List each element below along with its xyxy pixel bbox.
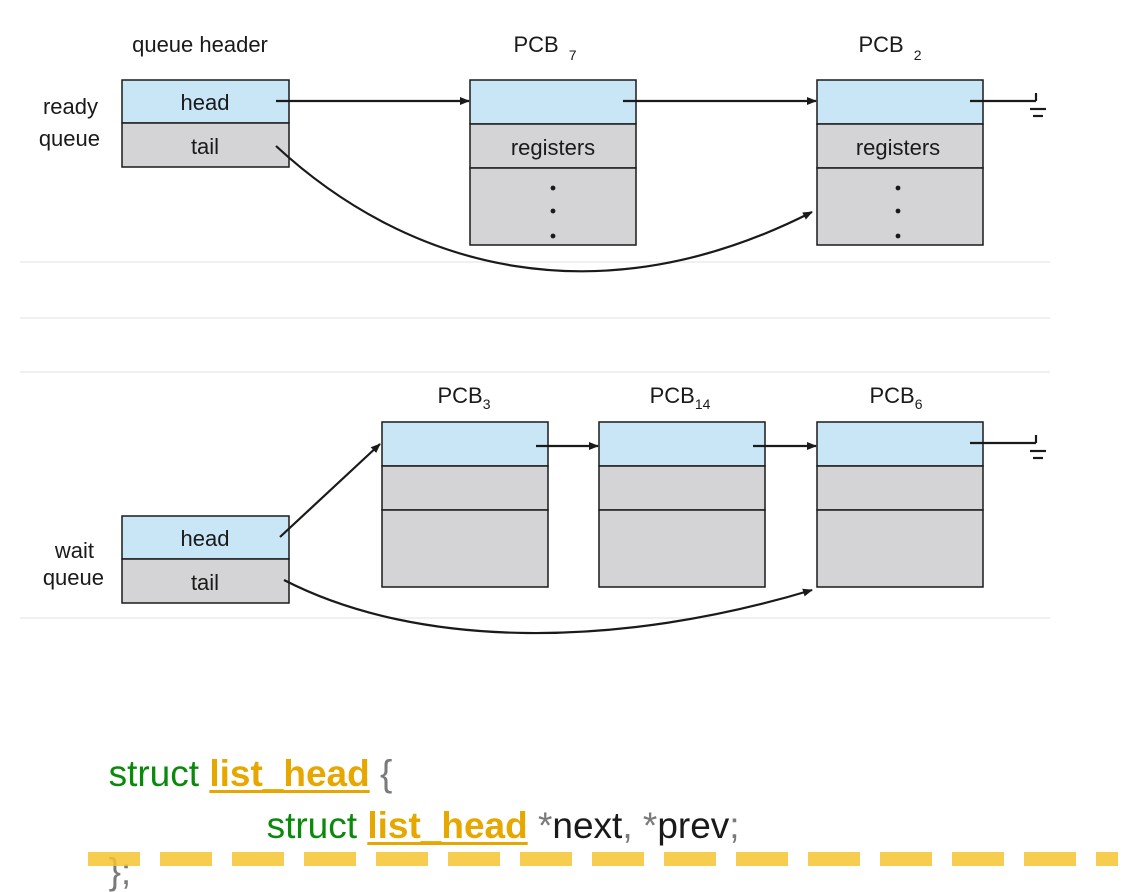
type-list-head: list_head (209, 753, 370, 794)
pcb7-block: registers (469, 79, 637, 246)
wait-head-label: head (181, 526, 230, 551)
pcb3-title: PCB3 (437, 383, 490, 412)
open-brace: { (380, 753, 393, 794)
ready-queue-header: head tail (121, 79, 290, 168)
wait-tail-arrow (283, 579, 813, 635)
wait-tail-cell (121, 558, 290, 604)
semicolon: ; (729, 805, 740, 846)
cut-off-text-strip (88, 852, 1118, 866)
pcb3-block (381, 421, 549, 588)
wait-head-cell (121, 515, 290, 560)
ready-tail-label: tail (191, 134, 219, 159)
code-line-2: struct list_head *next, *prev; (246, 770, 740, 844)
field-next: next (552, 805, 623, 846)
pcb2-block: registers (816, 79, 984, 246)
wait-queue-label-line1: wait (54, 538, 94, 563)
type-list-head-inner: list_head (367, 805, 528, 846)
keyword-struct-inner: struct (266, 805, 358, 846)
pcb14-title: PCB14 (650, 383, 711, 412)
wait-queue-label-line2: queue (43, 565, 104, 590)
ready-queue-label-line1: ready (43, 94, 98, 119)
wait-tail-label: tail (191, 570, 219, 595)
pcb7-registers: registers (511, 135, 595, 160)
wait-head-arrow (279, 443, 381, 538)
pointer-star-next: * (538, 805, 553, 846)
ready-tail-arrow (275, 145, 813, 273)
field-prev: prev (657, 805, 730, 846)
pointer-star-prev: * (642, 805, 658, 846)
ready-queue-label-line2: queue (39, 126, 100, 151)
pcb6-block (816, 421, 984, 588)
ready-tail-cell (121, 122, 290, 168)
pcb14-block (598, 421, 766, 588)
ready-head-label: head (181, 90, 230, 115)
ready-head-cell (121, 79, 290, 124)
comma: , (622, 805, 633, 846)
keyword-struct: struct (108, 753, 200, 794)
code-line-1: struct list_head { (88, 718, 393, 794)
wait-queue-header: head tail (121, 515, 290, 604)
pcb6-title: PCB6 (869, 383, 922, 412)
queue-header-title: queue header (132, 32, 268, 57)
pcb2-registers: registers (856, 135, 940, 160)
ready-null-ground-icon (970, 93, 1046, 118)
wait-null-ground-icon (970, 435, 1046, 460)
